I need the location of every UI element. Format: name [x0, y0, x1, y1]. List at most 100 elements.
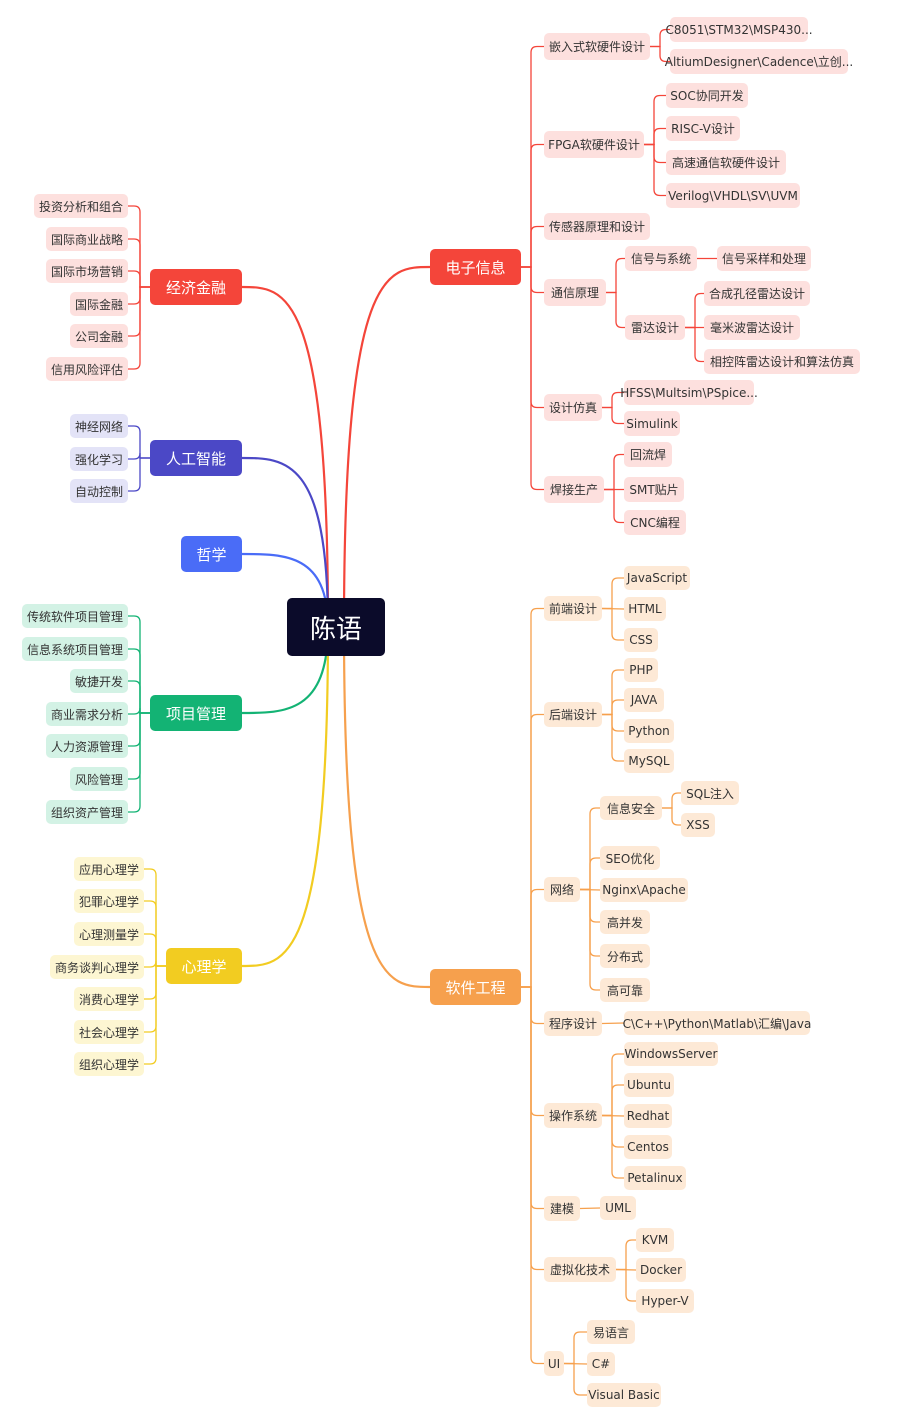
link-software-software-6: [520, 986, 545, 1271]
link-electronics-electronics-4: [520, 266, 545, 409]
node-psychology-psychology-2[interactable]: 心理测量学: [74, 922, 144, 946]
node-software-software-6-2[interactable]: Hyper-V: [636, 1289, 694, 1313]
node-electronics-electronics-3-0[interactable]: 信号与系统: [625, 246, 697, 271]
node-software-software-1-0[interactable]: PHP: [624, 658, 658, 682]
node-electronics-electronics-0-1[interactable]: AltiumDesigner\Cadence\立创...: [665, 49, 853, 74]
node-electronics-electronics-3-0-0[interactable]: 信号采样和处理: [717, 246, 811, 271]
node-software-software-6-1[interactable]: Docker: [636, 1258, 686, 1282]
node-software-software-2-4[interactable]: 分布式: [600, 944, 650, 968]
node-software-software-7[interactable]: UI: [544, 1351, 564, 1376]
node-software-software-6-0[interactable]: KVM: [636, 1228, 674, 1252]
node-software-software-2-1[interactable]: SEO优化: [600, 846, 660, 870]
node-ai-ai-1[interactable]: 强化学习: [70, 447, 128, 471]
node-economics-economics-3[interactable]: 国际金融: [70, 292, 128, 316]
branch-software-node[interactable]: 软件工程: [430, 969, 521, 1005]
node-electronics-electronics-3-1-2[interactable]: 相控阵雷达设计和算法仿真: [704, 349, 860, 374]
node-software-software-6[interactable]: 虚拟化技术: [544, 1257, 616, 1282]
node-electronics-electronics-3-1-0[interactable]: 合成孔径雷达设计: [704, 281, 810, 306]
node-electronics-electronics-3-1[interactable]: 雷达设计: [625, 315, 685, 340]
node-software-software-5[interactable]: 建模: [544, 1196, 580, 1221]
node-electronics-electronics-0[interactable]: 嵌入式软硬件设计: [544, 33, 650, 60]
node-electronics-electronics-5-0[interactable]: 回流焊: [624, 442, 672, 467]
node-electronics-electronics-3-1-1[interactable]: 毫米波雷达设计: [704, 315, 800, 340]
node-psychology-psychology-0[interactable]: 应用心理学: [74, 857, 144, 881]
node-pm-pm-3[interactable]: 商业需求分析: [46, 702, 128, 726]
node-software-software-0-2[interactable]: CSS: [624, 628, 658, 652]
node-electronics-electronics-5[interactable]: 焊接生产: [544, 476, 604, 503]
branch-philosophy-node[interactable]: 哲学: [181, 536, 242, 572]
node-electronics-electronics-0-0[interactable]: C8051\STM32\MSP430...: [665, 17, 813, 42]
node-software-software-4-0[interactable]: WindowsServer: [624, 1042, 718, 1066]
node-software-software-0-0[interactable]: JavaScript: [624, 566, 690, 590]
node-electronics-electronics-5-1[interactable]: SMT贴片: [624, 477, 684, 502]
node-software-software-3[interactable]: 程序设计: [544, 1011, 602, 1036]
node-psychology-psychology-5[interactable]: 社会心理学: [74, 1020, 144, 1044]
branch-economics-node[interactable]: 经济金融: [150, 269, 242, 305]
node-economics-economics-0[interactable]: 投资分析和组合: [34, 194, 128, 218]
link-root-psychology: [240, 625, 330, 968]
node-psychology-psychology-4[interactable]: 消费心理学: [74, 987, 144, 1011]
node-pm-pm-0[interactable]: 传统软件项目管理: [22, 604, 128, 628]
node-software-software-7-0[interactable]: 易语言: [587, 1320, 635, 1344]
link-electronics-electronics-2: [520, 225, 545, 268]
node-electronics-electronics-5-2[interactable]: CNC编程: [624, 510, 686, 535]
root-topic-node[interactable]: 陈语: [287, 598, 385, 656]
node-software-software-4-1[interactable]: Ubuntu: [624, 1073, 674, 1097]
node-electronics-electronics-2[interactable]: 传感器原理和设计: [544, 213, 650, 240]
node-software-software-4-2[interactable]: Redhat: [624, 1104, 672, 1128]
node-software-software-4[interactable]: 操作系统: [544, 1103, 602, 1128]
node-software-software-2[interactable]: 网络: [544, 877, 580, 902]
node-software-software-1[interactable]: 后端设计: [544, 702, 602, 727]
link-electronics-electronics-3-1-2: [684, 326, 705, 363]
link-software-software-7-2: [563, 1362, 588, 1396]
node-electronics-electronics-1-2[interactable]: 高速通信软硬件设计: [666, 150, 786, 175]
node-electronics-electronics-4[interactable]: 设计仿真: [544, 394, 602, 421]
node-electronics-electronics-4-1[interactable]: Simulink: [624, 411, 680, 436]
node-electronics-electronics-3[interactable]: 通信原理: [544, 279, 606, 306]
node-software-software-5-0[interactable]: UML: [600, 1196, 636, 1220]
node-software-software-2-0-0[interactable]: SQL注入: [681, 781, 739, 805]
node-software-software-1-2[interactable]: Python: [624, 719, 674, 743]
node-economics-economics-2[interactable]: 国际市场营销: [46, 259, 128, 283]
link-economics-economics-4: [127, 286, 151, 337]
link-economics-economics-3: [127, 286, 151, 305]
branch-electronics-node[interactable]: 电子信息: [430, 249, 521, 285]
branch-psychology-node[interactable]: 心理学: [166, 948, 242, 984]
node-pm-pm-2[interactable]: 敏捷开发: [70, 669, 128, 693]
node-economics-economics-1[interactable]: 国际商业战略: [46, 227, 128, 251]
node-electronics-electronics-1-1[interactable]: RISC-V设计: [666, 116, 740, 141]
branch-pm-node[interactable]: 项目管理: [150, 695, 242, 731]
node-economics-economics-5[interactable]: 信用风险评估: [46, 357, 128, 381]
node-psychology-psychology-3[interactable]: 商务谈判心理学: [50, 955, 144, 979]
node-pm-pm-4[interactable]: 人力资源管理: [46, 734, 128, 758]
node-pm-pm-1[interactable]: 信息系统项目管理: [22, 637, 128, 661]
node-software-software-2-0-1[interactable]: XSS: [681, 813, 715, 837]
node-electronics-electronics-1-3[interactable]: Verilog\VHDL\SV\UVM: [666, 183, 800, 208]
branch-ai-node[interactable]: 人工智能: [150, 440, 242, 476]
node-electronics-electronics-1[interactable]: FPGA软硬件设计: [544, 131, 644, 158]
node-software-software-2-3[interactable]: 高并发: [600, 910, 650, 934]
node-software-software-1-1[interactable]: JAVA: [624, 688, 664, 712]
node-ai-ai-0[interactable]: 神经网络: [70, 414, 128, 438]
node-electronics-electronics-4-0[interactable]: HFSS\Multsim\PSpice...: [620, 380, 758, 405]
node-software-software-0[interactable]: 前端设计: [544, 596, 602, 621]
node-software-software-3-0[interactable]: C\C++\Python\Matlab\汇编\Java: [623, 1011, 811, 1035]
node-software-software-7-1[interactable]: C#: [587, 1352, 615, 1376]
node-economics-economics-4[interactable]: 公司金融: [70, 324, 128, 348]
node-software-software-7-2[interactable]: Visual Basic: [587, 1383, 661, 1407]
node-pm-pm-6[interactable]: 组织资产管理: [46, 800, 128, 824]
node-software-software-2-5[interactable]: 高可靠: [600, 978, 650, 1002]
node-software-software-4-3[interactable]: Centos: [624, 1135, 672, 1159]
node-psychology-psychology-6[interactable]: 组织心理学: [74, 1052, 144, 1076]
node-pm-pm-5[interactable]: 风险管理: [70, 767, 128, 791]
node-software-software-4-4[interactable]: Petalinux: [624, 1166, 686, 1190]
node-electronics-electronics-1-0[interactable]: SOC协同开发: [666, 83, 748, 108]
link-software-software-2-5: [579, 888, 601, 991]
node-software-software-2-2[interactable]: Nginx\Apache: [600, 878, 688, 902]
node-ai-ai-2[interactable]: 自动控制: [70, 479, 128, 503]
node-software-software-0-1[interactable]: HTML: [624, 597, 666, 621]
node-psychology-psychology-1[interactable]: 犯罪心理学: [74, 889, 144, 913]
node-software-software-2-0[interactable]: 信息安全: [600, 796, 662, 820]
node-software-software-1-3[interactable]: MySQL: [624, 749, 674, 773]
